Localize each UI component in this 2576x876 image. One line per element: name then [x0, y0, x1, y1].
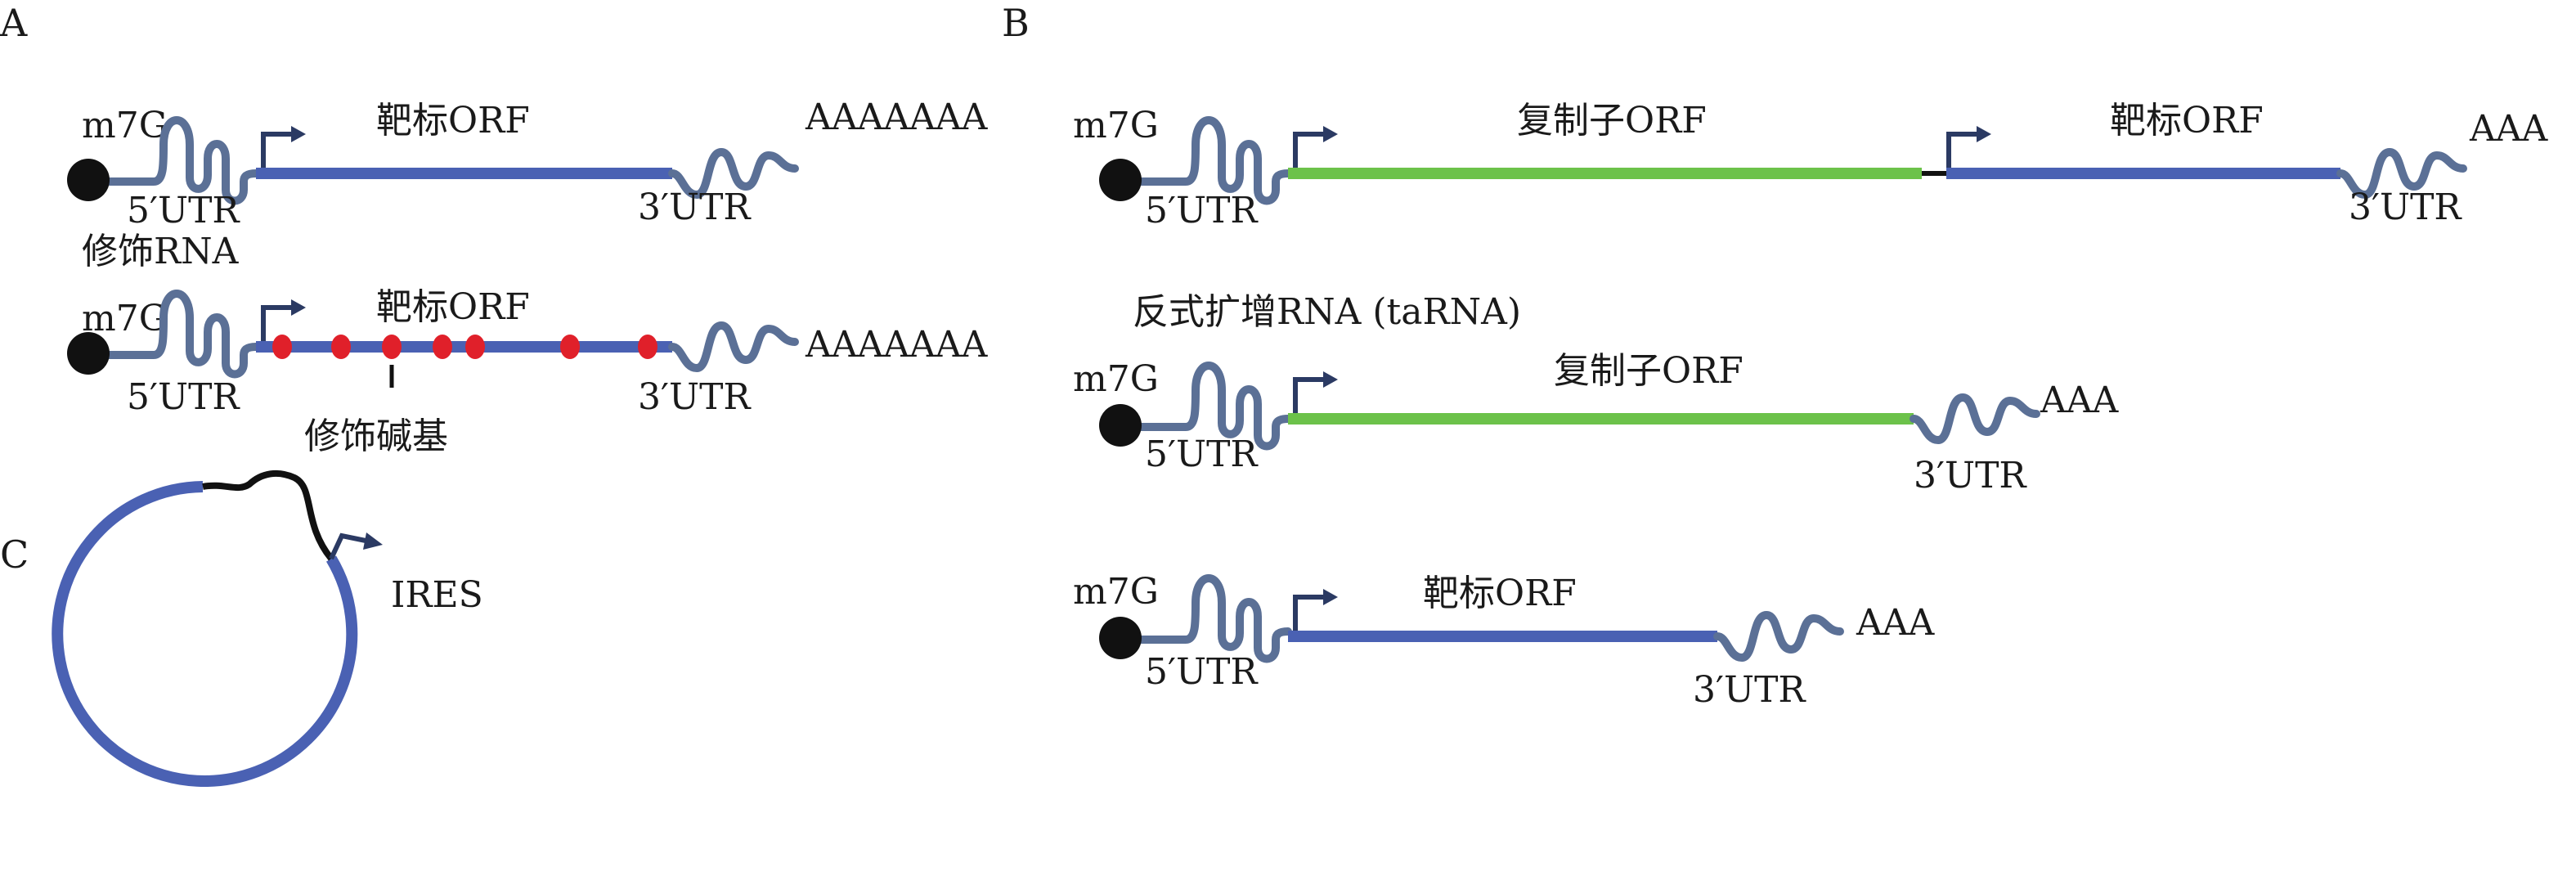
panel-label-b: B: [1002, 1, 1030, 45]
cap-label: m7G: [1073, 105, 1159, 146]
utr5-label: 5′UTR: [1145, 190, 1259, 231]
modified-base-dot: [638, 335, 657, 359]
utr3-label: 3′UTR: [2349, 186, 2462, 228]
modified-base-dot: [433, 335, 452, 359]
circular-rna-ring: [52, 481, 358, 787]
tarna-title: 反式扩增RNA (taRNA): [1133, 291, 1521, 333]
promoter-arrow-icon: [1295, 126, 1338, 168]
ires-arrow-icon: [329, 532, 370, 560]
polya-label: AAA: [2469, 108, 2549, 150]
cap-label: m7G: [82, 298, 168, 339]
cap-icon: [1099, 159, 1142, 201]
utr5-label: 5′UTR: [1145, 434, 1259, 475]
modified-base-dot: [331, 335, 351, 359]
target-orf-label: 靶标ORF: [376, 100, 530, 142]
ires-element: [202, 469, 334, 561]
promoter-arrow-icon: [263, 126, 306, 168]
cap-icon: [1099, 617, 1142, 659]
cap-icon: [67, 332, 110, 375]
modified-base-dot: [382, 335, 402, 359]
target-orf-label: 靶标ORF: [2110, 100, 2264, 142]
construct-tarna: m7G 复制子ORF AAA 3′UTR 5′UTR: [1073, 350, 2120, 496]
construct-circular-rna: IRES: [52, 469, 483, 787]
polya-label: AAAAAAA: [805, 324, 989, 366]
polya-label: AAA: [1856, 602, 1936, 644]
panel-label-c: C: [0, 532, 29, 577]
construct-self-amplifying-rna: m7G 复制子ORF 靶标ORF AAA 3′UTR 5′UTR: [1073, 100, 2549, 231]
panel-label-a: A: [0, 1, 28, 45]
modified-base-dot: [465, 335, 485, 359]
cap-label: m7G: [1073, 571, 1159, 613]
modified-base-dots: [272, 335, 657, 359]
utr3-squiggle: [1717, 615, 1840, 658]
promoter-arrow-icon: [1295, 371, 1338, 414]
utr3-squiggle: [672, 326, 795, 368]
construct-conventional-mrna: m7G 靶标ORF AAAAAAA 3′UTR 5′UTR: [67, 97, 989, 231]
utr5-label: 5′UTR: [127, 190, 240, 231]
utr3-squiggle: [1914, 398, 2036, 440]
utr3-label: 3′UTR: [1693, 669, 1806, 711]
utr3-label: 3′UTR: [1914, 455, 2027, 496]
polya-label: AAAAAAA: [805, 97, 989, 138]
promoter-arrow-icon: [1295, 589, 1338, 631]
utr5-label: 5′UTR: [127, 376, 240, 418]
polya-label: AAA: [2040, 380, 2120, 421]
target-orf-label: 靶标ORF: [1423, 573, 1577, 614]
ires-arrowhead-icon: [363, 532, 383, 550]
utr5-label: 5′UTR: [1145, 651, 1259, 693]
ires-label: IRES: [391, 574, 483, 616]
replicon-orf-label: 复制子ORF: [1517, 100, 1707, 142]
cap-label: m7G: [82, 105, 168, 146]
cap-label: m7G: [1073, 358, 1159, 400]
modified-base-dot: [272, 335, 292, 359]
cap-icon: [67, 159, 110, 201]
utr3-label: 3′UTR: [638, 376, 752, 418]
construct-target-mrna: m7G 靶标ORF AAA 3′UTR 5′UTR: [1073, 571, 1936, 711]
target-orf-label: 靶标ORF: [376, 286, 530, 328]
utr3-label: 3′UTR: [638, 186, 752, 228]
construct-modified-rna: m7G 修饰碱基 靶标ORF AAAAAAA 3′UTR 5′UTR: [67, 286, 989, 457]
replicon-orf-label: 复制子ORF: [1554, 350, 1744, 392]
subgenomic-promoter-arrow-icon: [1949, 126, 1991, 168]
modified-base-dot: [560, 335, 580, 359]
modified-base-label: 修饰碱基: [304, 416, 448, 457]
cap-icon: [1099, 404, 1142, 447]
modified-rna-title: 修饰RNA: [82, 231, 240, 272]
